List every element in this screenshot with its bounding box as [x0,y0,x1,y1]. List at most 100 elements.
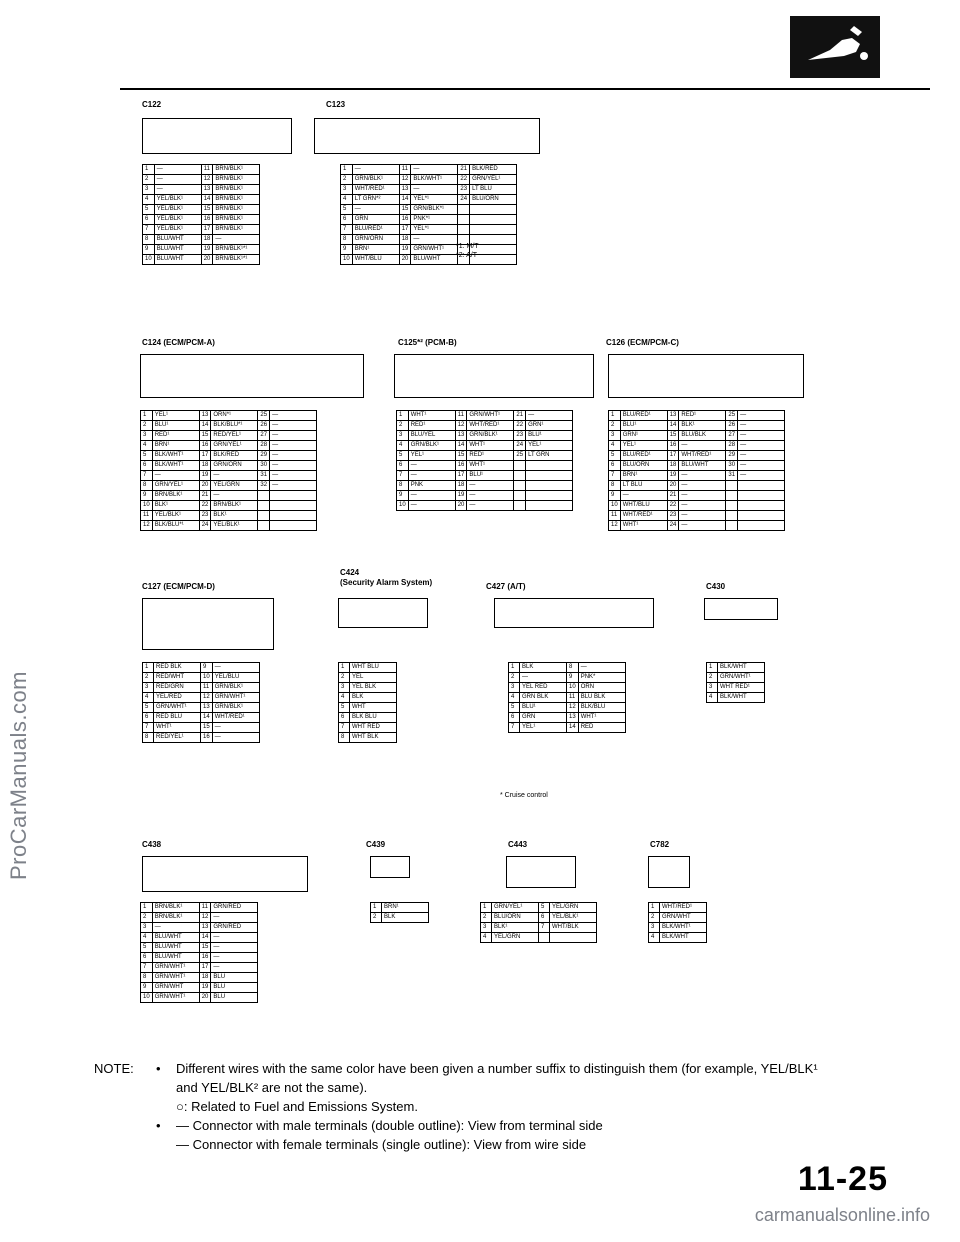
pin-number: 27 [725,430,739,441]
pin-number: 21 [513,410,527,421]
pin-number: 11 [608,510,621,521]
pin-number: 15 [454,450,468,461]
wire-color: BLU [210,982,259,993]
pin-number: 20 [398,254,412,265]
pin-number: 11 [140,510,153,521]
c424-sublabel: (Security Alarm System) [340,578,433,587]
pin-number: 8 [140,972,153,983]
wire-color: GRN/BLK¹ [351,174,400,185]
pin-number: 2 [338,672,350,683]
pin-number: 10 [608,500,621,511]
wire-color: GRN [351,214,400,225]
wire-color: — [407,490,456,501]
c439-label: C439 [366,840,386,849]
wire-color: GRN BLK [519,692,567,703]
pin-number: 16 [666,440,680,451]
wire-color: — [211,662,260,673]
bullet-1: • [156,1061,161,1076]
table-row: 7—19—31— [140,470,318,481]
pin-number: 17 [666,450,680,461]
pin-number: 2 [142,174,155,185]
wire-color: WHT [349,702,397,713]
wire-color: YEL*¹ [410,194,459,205]
wire-color: WHT¹ [407,410,456,421]
pin-number: 29 [725,450,739,461]
wire-color: GRN [519,712,567,723]
pin-number: 3 [480,922,492,933]
pin-number: 11 [200,682,213,693]
pin-number [457,224,471,235]
wire-color [525,460,574,471]
wire-color: BLK [349,692,397,703]
pin-number: 16 [398,214,412,225]
pin-number: 8 [340,234,353,245]
pin-number: 15 [200,722,213,733]
c123-face [314,118,540,154]
pin-number: 24 [457,194,471,205]
wire-color: BLU BLK [577,692,626,703]
pin-number: 5 [140,942,153,953]
pin-number: 1 [142,164,155,175]
wire-color: — [153,174,202,185]
pin-number: 2 [142,672,154,683]
pin-number [538,932,550,943]
wire-color: — [210,942,259,953]
wire-color: — [151,470,200,481]
pin-number: 31 [725,470,739,481]
c124-face [140,354,364,398]
pin-number: 12 [398,174,412,185]
c424-face [338,598,428,628]
pin-number: 14 [454,440,468,451]
pin-number: 21 [457,164,471,175]
wire-color: BLU¹ [151,420,200,431]
pin-number: 17 [454,470,468,481]
pin-number: 22 [666,500,680,511]
wire-color: RED¹ [678,410,727,421]
wire-color: YEL/GRN [491,932,539,943]
pin-number: 7 [340,224,353,235]
pin-number: 9 [340,244,353,255]
wire-color: BLU [210,992,259,1003]
pin-number: 32 [257,480,271,491]
wire-color: YEL¹ [519,722,567,733]
wire-color [469,214,518,225]
pin-number: 4 [142,194,155,205]
wire-color: BLU/WHT [151,942,200,953]
wire-color: — [577,662,626,673]
pin-number: 1 [648,902,660,913]
wire-color [469,254,518,265]
pin-number: 2 [140,420,153,431]
pin-number: 19 [198,470,212,481]
wire-color: GRN/RED [210,902,259,913]
wire-color: — [212,234,261,245]
wire-color: GRN/ORN [210,460,259,471]
wire-color: YEL [349,672,397,683]
pin-number: 11 [398,164,412,175]
wire-color [269,490,318,501]
wire-color [269,510,318,521]
wire-color: BLK/WHT¹ [151,460,200,471]
c127-face [142,598,274,650]
table-row: 9—21— [608,490,786,501]
wire-color: — [153,164,202,175]
pin-number: 10 [566,682,579,693]
pin-number: 25 [725,410,739,421]
